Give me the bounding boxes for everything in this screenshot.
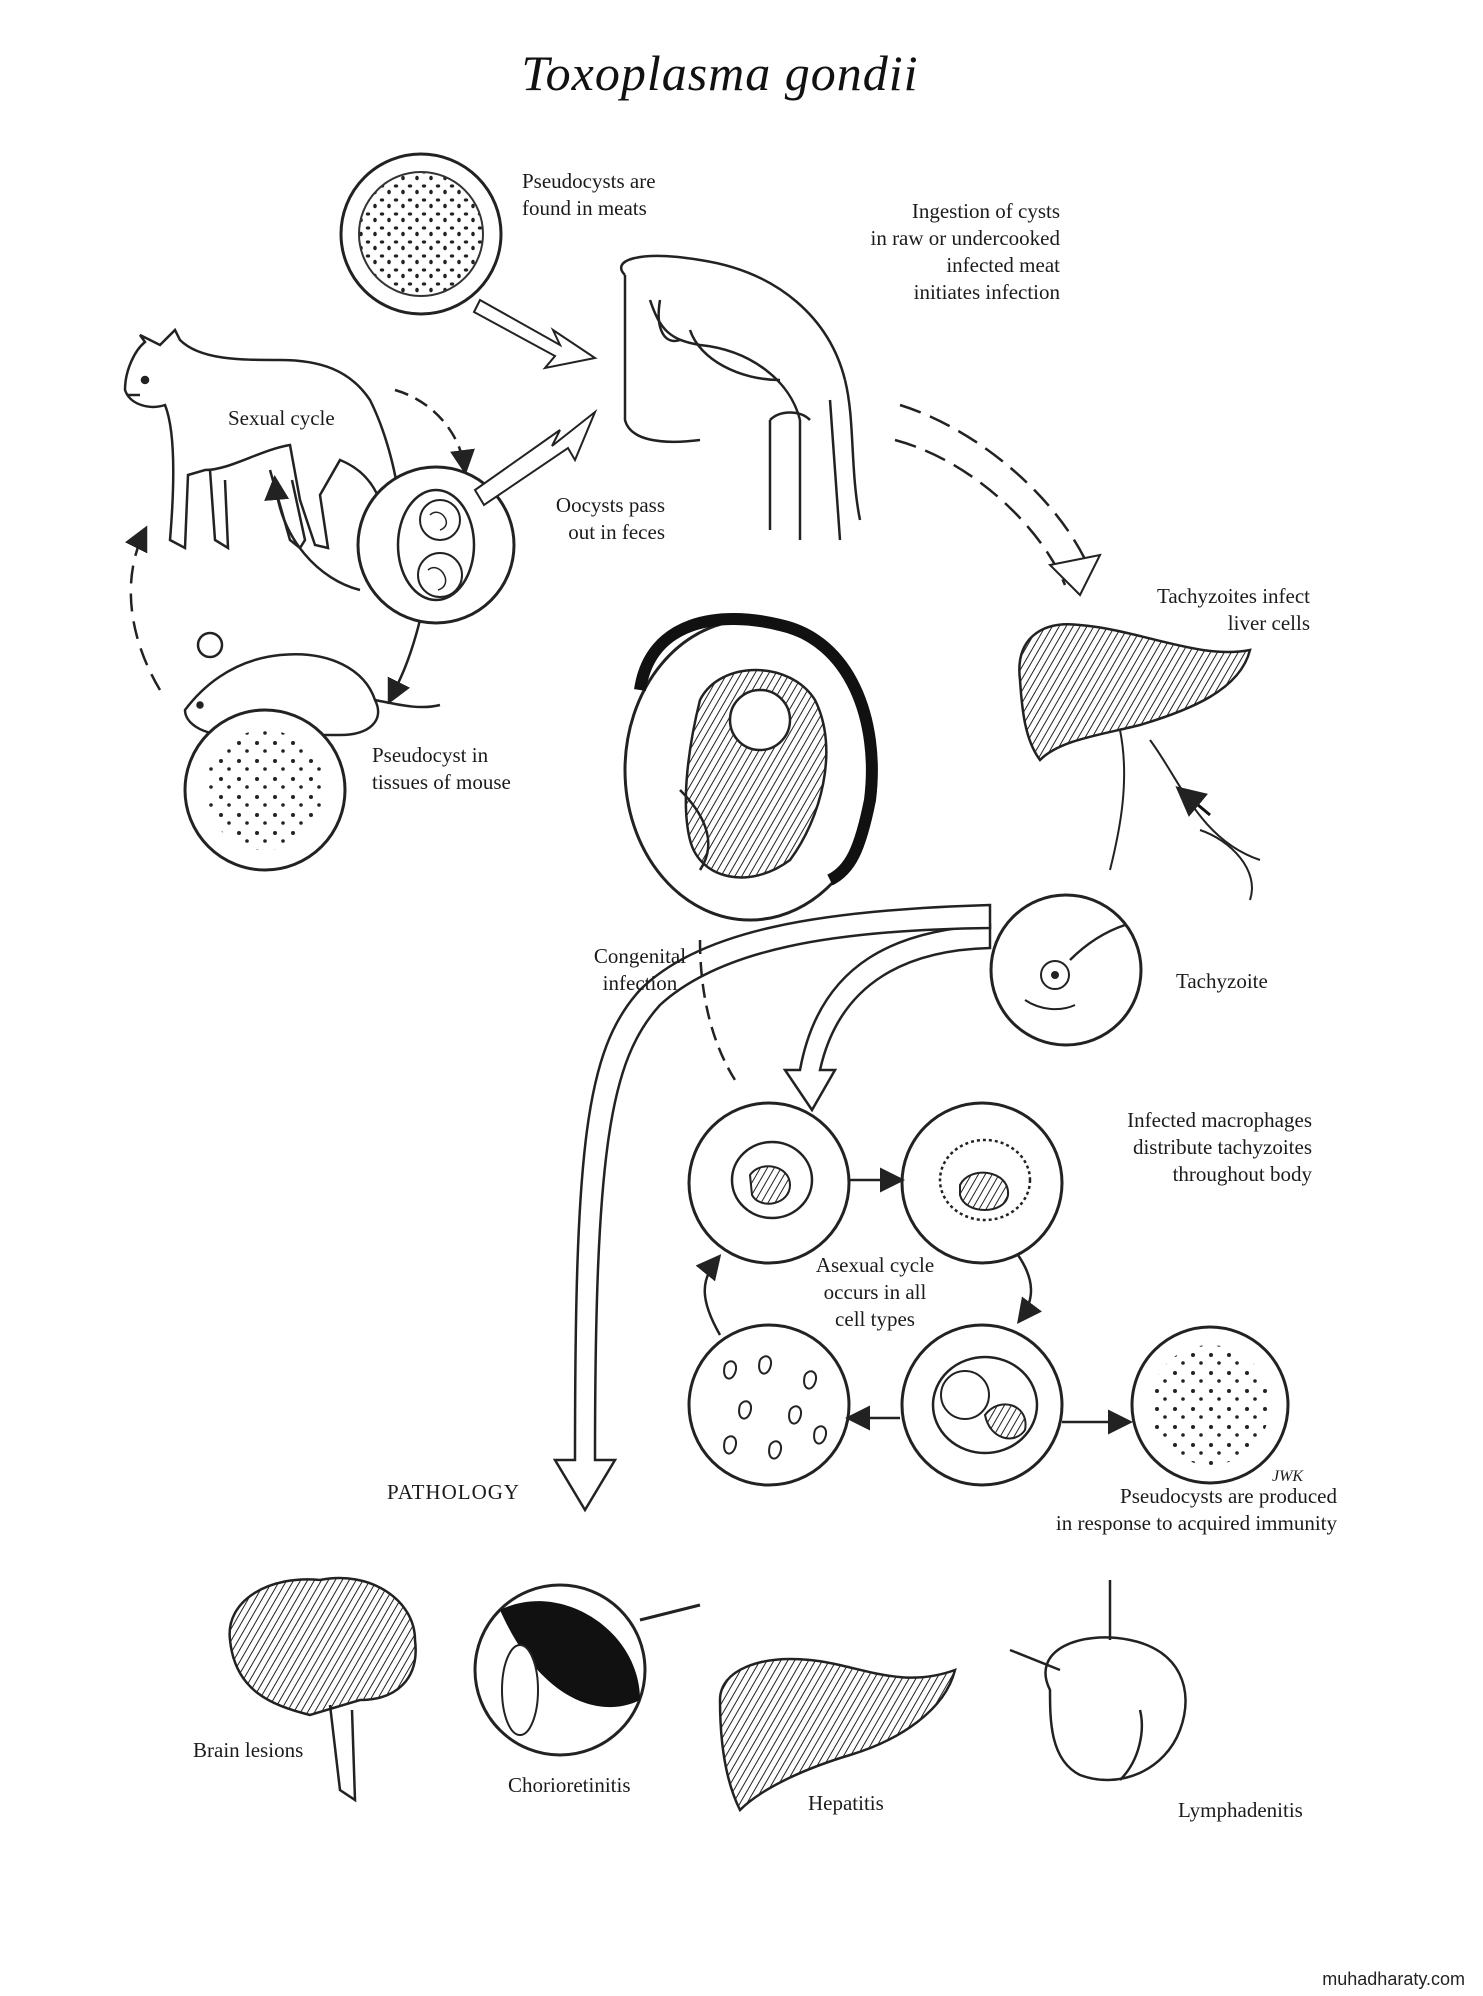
- label-oocysts: Oocysts pass out in feces: [555, 493, 665, 544]
- brain-icon: [228, 1576, 417, 1803]
- meat-pseudocyst-icon: [339, 152, 503, 316]
- mouse-icon: [183, 631, 441, 737]
- label-pathology: PATHOLOGY: [387, 1480, 521, 1504]
- arrow-mouse-to-cat: [124, 525, 162, 691]
- immune-pseudocyst-icon: [1130, 1325, 1290, 1485]
- arrow-tachyzoite-to-macrophage: [782, 923, 992, 1113]
- label-tachyzoites-liver: Tachyzoites infect liver cells: [1156, 584, 1310, 635]
- arrow-oocyst-to-head: [473, 408, 598, 507]
- liver-icon: [1018, 623, 1261, 901]
- label-pseudocysts-immunity: Pseudocysts are produced in response to …: [1055, 1484, 1337, 1535]
- label-hepatitis: Hepatitis: [808, 1791, 884, 1815]
- label-ingestion: Ingestion of cysts in raw or undercooked…: [870, 199, 1060, 304]
- label-pseudocysts-meats: Pseudocysts are found in meats: [522, 169, 656, 220]
- arrow-pathology: [552, 903, 992, 1513]
- fetus-icon: [623, 612, 878, 922]
- label-macrophages: Infected macrophages distribute tachyzoi…: [1127, 1108, 1312, 1186]
- artist-signature: JWK: [1272, 1468, 1304, 1485]
- arrow-oocyst-to-mouse: [387, 619, 422, 705]
- arrow-ingestion-to-liver: [899, 403, 1092, 571]
- label-lymphadenitis: Lymphadenitis: [1178, 1798, 1303, 1822]
- tachyzoite-icon: [989, 893, 1143, 1047]
- arrow-cat-to-oocyst: [394, 388, 475, 475]
- label-sexual-cycle: Sexual cycle: [228, 406, 335, 430]
- label-tachyzoite: Tachyzoite: [1176, 969, 1268, 993]
- label-asexual: Asexual cycle occurs in all cell types: [815, 1253, 935, 1331]
- label-pseudocyst-mouse: Pseudocyst in tissues of mouse: [372, 743, 511, 794]
- watermark: muhadharaty.com: [1322, 1969, 1465, 1989]
- asexual-cycle: [687, 1101, 1133, 1487]
- mouse-pseudocyst-icon: [183, 708, 347, 872]
- label-chorioretinitis: Chorioretinitis: [508, 1773, 631, 1797]
- eye-icon: [473, 1583, 701, 1757]
- human-throat-icon: [619, 254, 862, 541]
- label-congenital: Congenital infection: [593, 944, 687, 995]
- arrow-oocyst-to-cat: [264, 475, 361, 592]
- cat-icon: [123, 327, 402, 554]
- label-brain: Brain lesions: [193, 1738, 304, 1762]
- hepatitis-liver-icon: [718, 1657, 957, 1813]
- page-title: Toxoplasma gondii: [521, 45, 919, 101]
- arrow-meat-to-head: [472, 298, 598, 370]
- lymph-node-icon: [1009, 1580, 1187, 1782]
- oocyst-icon: [356, 465, 516, 625]
